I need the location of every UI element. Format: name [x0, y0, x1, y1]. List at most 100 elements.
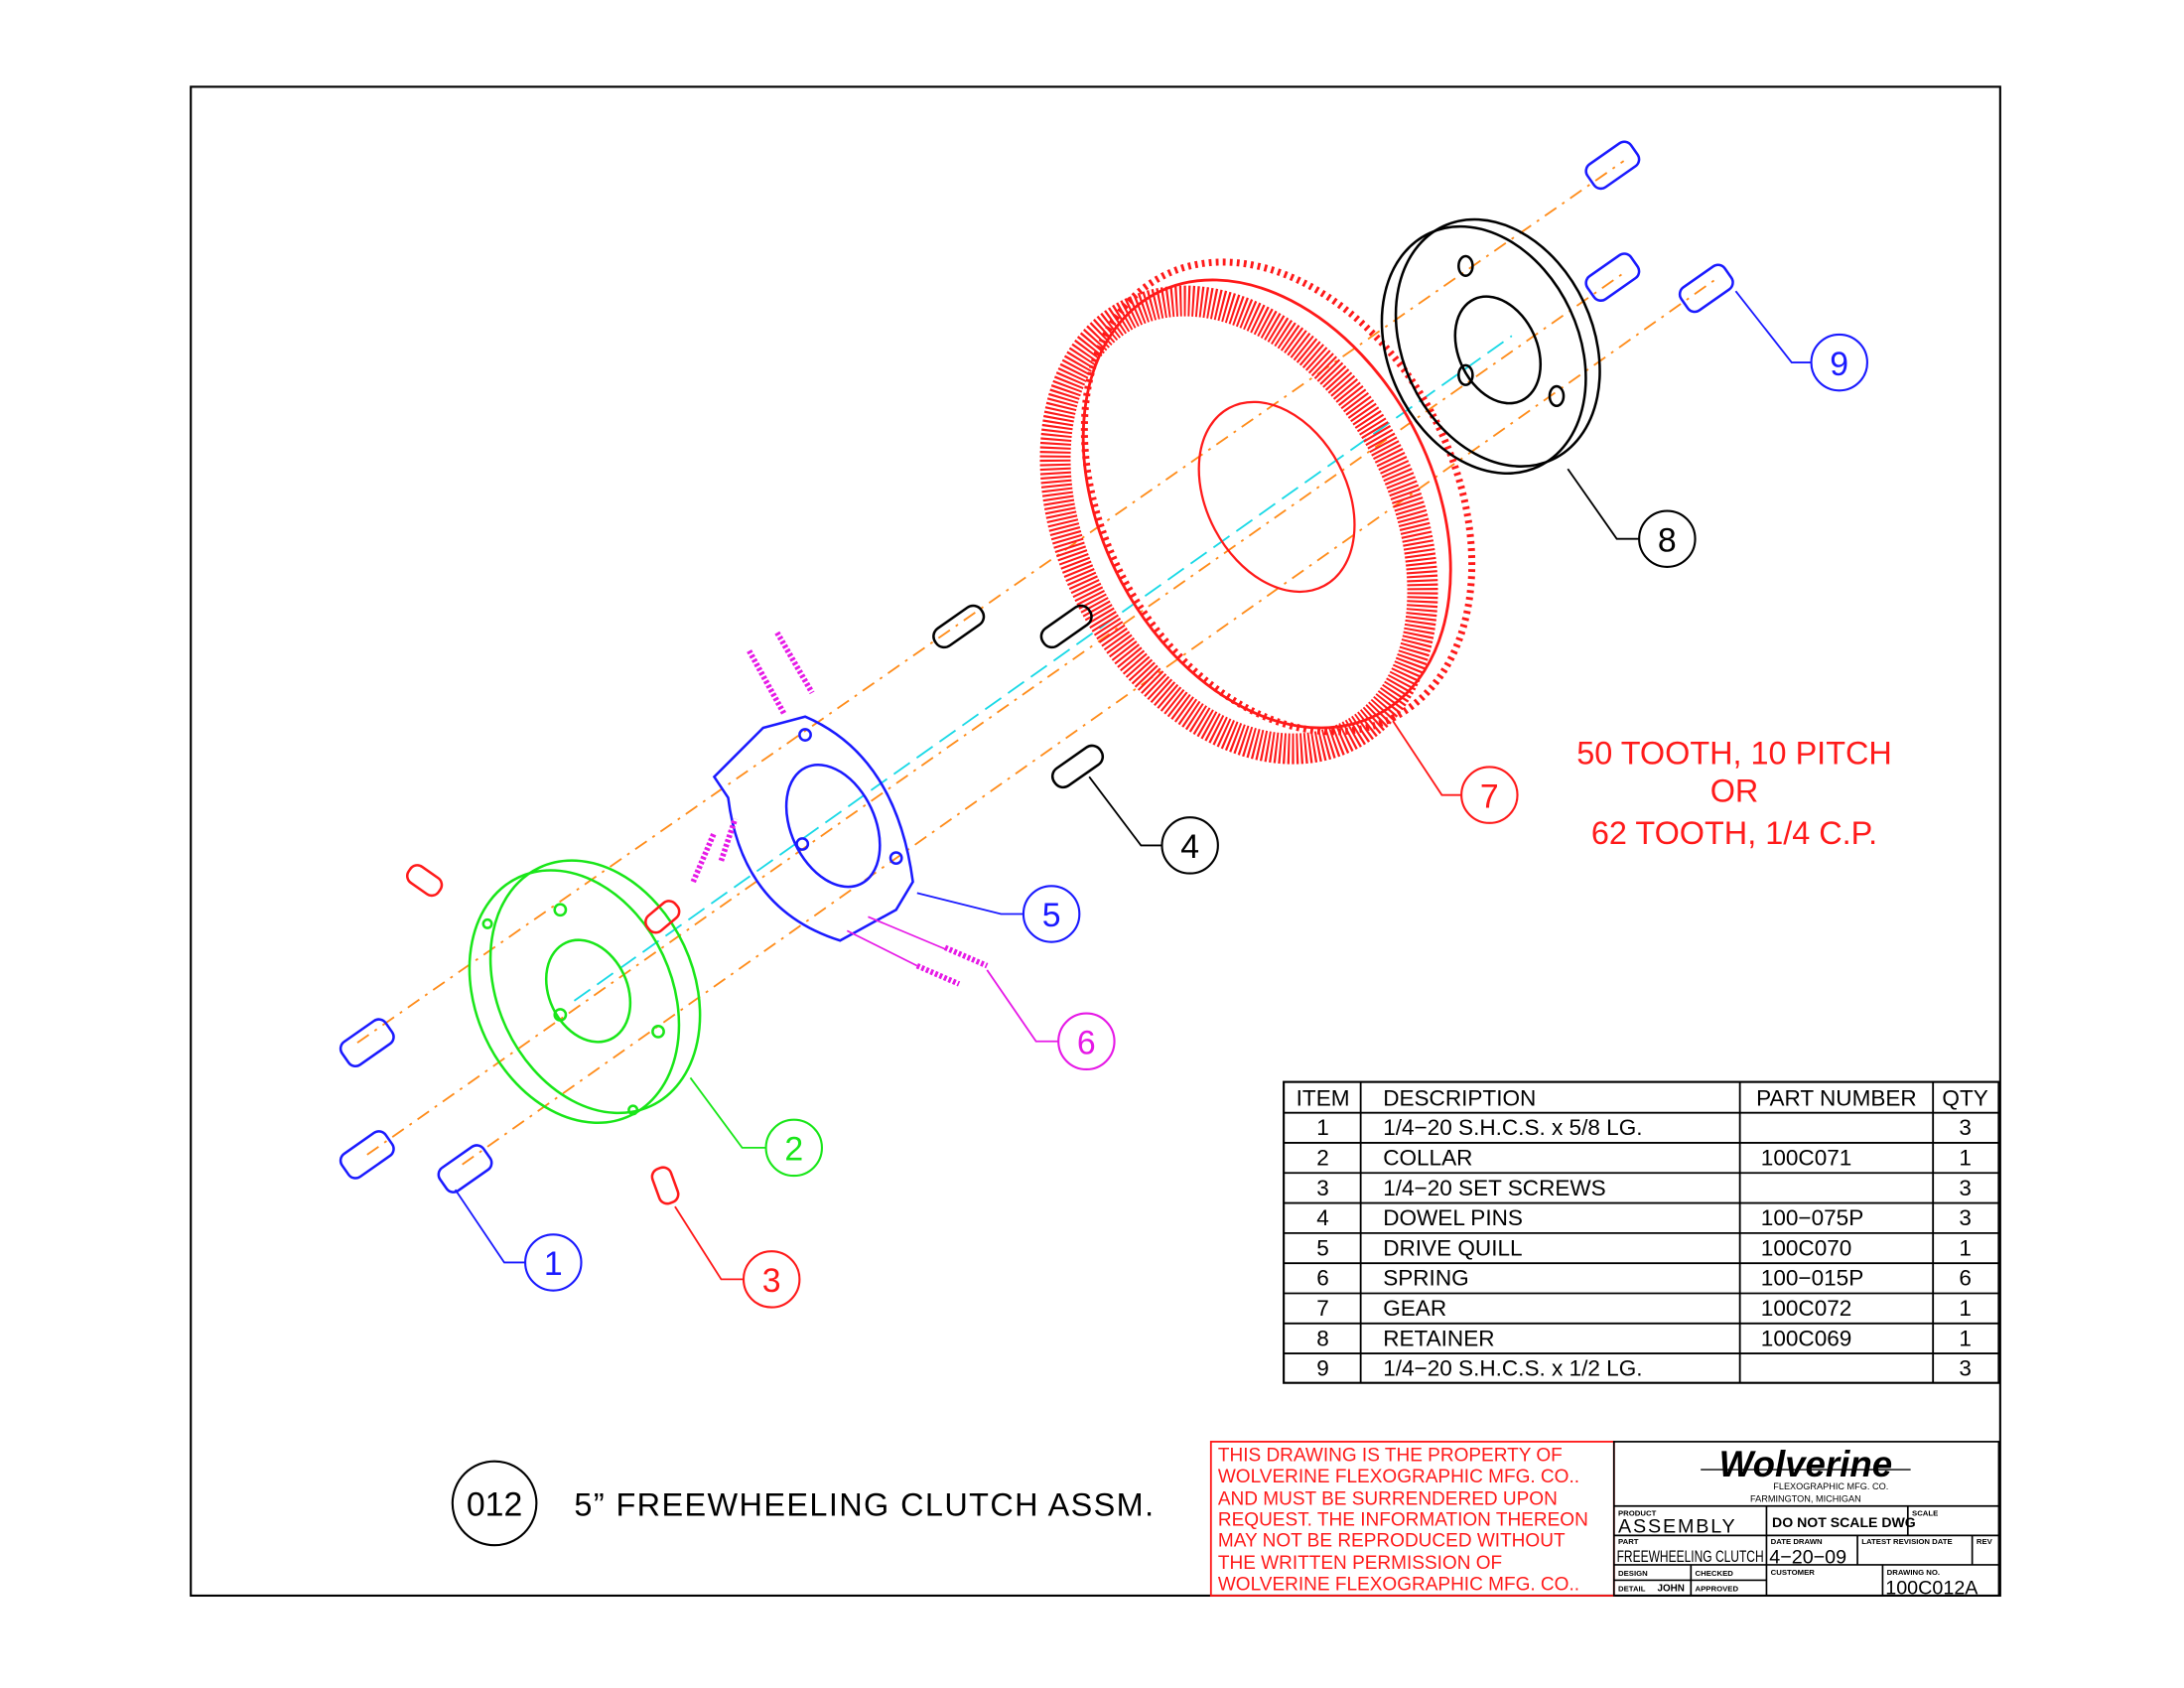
- svg-text:8: 8: [1658, 521, 1677, 559]
- dowel-pins-part: [932, 604, 1105, 789]
- property-notice: THIS DRAWING IS THE PROPERTY OF WOLVERIN…: [1209, 1440, 1615, 1597]
- svg-text:4: 4: [1180, 828, 1199, 866]
- svg-text:THIS DRAWING IS THE PROPER: THIS DRAWING IS THE PROPERTY OF: [1218, 1446, 1563, 1467]
- svg-text:MAY NOT BE REPRODUCED WITH: MAY NOT BE REPRODUCED WITHOUT: [1218, 1531, 1566, 1552]
- bom-cell-qty: 6: [1959, 1266, 1972, 1291]
- bom-cell-part: 100C070: [1761, 1235, 1852, 1260]
- svg-text:3: 3: [762, 1262, 781, 1300]
- svg-text:DRAWING NO.: DRAWING NO.: [1887, 1568, 1940, 1577]
- bom-cell-description: GEAR: [1383, 1296, 1446, 1321]
- bom-cell-item: 5: [1316, 1235, 1329, 1260]
- bom-cell-item: 3: [1316, 1176, 1329, 1200]
- drawing-title: 012 5” FREEWHEELING CLUTCH ASSM.: [451, 1460, 1155, 1547]
- bom-cell-qty: 1: [1959, 1296, 1972, 1321]
- bom-cell-qty: 3: [1959, 1176, 1972, 1200]
- svg-text:DATE DRAWN: DATE DRAWN: [1771, 1537, 1823, 1546]
- balloon-4: 4: [1088, 775, 1219, 875]
- svg-text:DO NOT SCALE DWG: DO NOT SCALE DWG: [1772, 1514, 1916, 1530]
- bom-cell-qty: 3: [1959, 1205, 1972, 1230]
- svg-text:1: 1: [544, 1245, 563, 1283]
- balloon-3: 3: [674, 1205, 801, 1309]
- svg-text:WOLVERINE FLEXOGRAPHIC MFG.: WOLVERINE FLEXOGRAPHIC MFG. CO..: [1218, 1574, 1579, 1595]
- balloon-9: 9: [1734, 290, 1868, 392]
- svg-text:FARMINGTON, MICHIGAN: FARMINGTON, MICHIGAN: [1750, 1494, 1861, 1504]
- retainer-part: [1380, 217, 1601, 475]
- bill-of-materials-table: ITEM DESCRIPTION PART NUMBER QTY 1 1/4−20…: [1283, 1080, 2000, 1384]
- bom-cell-item: 7: [1316, 1296, 1329, 1321]
- svg-text:FREEWHEELING CLUTCH: FREEWHEELING CLUTCH: [1617, 1548, 1764, 1566]
- bom-cell-description: SPRING: [1383, 1266, 1468, 1291]
- drive-quill-part: [712, 715, 914, 942]
- bom-cell-qty: 1: [1959, 1235, 1972, 1260]
- svg-text:PRODUCT: PRODUCT: [1618, 1509, 1657, 1518]
- gear-note: 50 TOOTH, 10 PITCH OR 62 TOOTH, 1/4 C.P.: [1576, 736, 1892, 851]
- balloon-6: 6: [986, 969, 1116, 1071]
- bom-cell-qty: 3: [1959, 1356, 1972, 1381]
- bom-cell-description: COLLAR: [1383, 1146, 1472, 1171]
- svg-text:DESCRIPTION: DESCRIPTION: [1383, 1086, 1536, 1111]
- svg-text:APPROVED: APPROVED: [1696, 1585, 1739, 1594]
- balloon-5: 5: [916, 885, 1081, 943]
- svg-text:7: 7: [1480, 777, 1499, 815]
- bom-row: 5 DRIVE QUILL 100C070 1: [1284, 1231, 1999, 1260]
- bom-row: 3 1/4−20 SET SCREWS 3: [1284, 1172, 1999, 1200]
- drawing-number: 012: [467, 1486, 522, 1524]
- bom-cell-description: 1/4−20 S.H.C.S. x 1/2 LG.: [1383, 1356, 1642, 1381]
- bom-cell-item: 2: [1316, 1146, 1329, 1171]
- svg-text:LATEST REVISION DATE: LATEST REVISION DATE: [1861, 1537, 1952, 1546]
- bom-cell-item: 4: [1316, 1205, 1329, 1230]
- collar-part: [468, 859, 702, 1125]
- bom-row: 2 COLLAR 100C071 1: [1284, 1142, 1999, 1171]
- svg-text:AND MUST BE SURRENDERED UP: AND MUST BE SURRENDERED UPON: [1218, 1488, 1558, 1509]
- svg-text:PART NUMBER: PART NUMBER: [1756, 1086, 1917, 1111]
- bom-cell-item: 1: [1316, 1115, 1329, 1140]
- svg-text:4−20−09: 4−20−09: [1769, 1547, 1846, 1569]
- svg-text:CHECKED: CHECKED: [1696, 1569, 1734, 1578]
- springs-part: [690, 631, 989, 987]
- bom-header-row: ITEM DESCRIPTION PART NUMBER QTY: [1297, 1086, 1988, 1111]
- bom-cell-item: 8: [1316, 1326, 1329, 1350]
- svg-text:WOLVERINE FLEXOGRAPHIC MFG.: WOLVERINE FLEXOGRAPHIC MFG. CO..: [1218, 1467, 1579, 1487]
- balloon-1: 1: [454, 1189, 583, 1292]
- svg-text:OR: OR: [1710, 774, 1759, 809]
- bolts-part: [339, 140, 1734, 1194]
- bom-cell-item: 6: [1316, 1266, 1329, 1291]
- drawing-title-text: 5” FREEWHEELING CLUTCH ASSM.: [574, 1487, 1155, 1523]
- bom-cell-part: 100−015P: [1761, 1266, 1863, 1291]
- svg-text:DETAIL: DETAIL: [1618, 1585, 1646, 1594]
- balloon-8: 8: [1567, 468, 1697, 568]
- svg-text:THE WRITTEN PERMISSION OF: THE WRITTEN PERMISSION OF: [1218, 1553, 1502, 1574]
- assembly-axes: [356, 160, 1715, 1166]
- bom-cell-part: 100C071: [1761, 1146, 1852, 1171]
- drawing-frame: [190, 85, 2001, 1598]
- svg-text:CUSTOMER: CUSTOMER: [1771, 1568, 1816, 1577]
- bom-row: 6 SPRING 100−015P 6: [1284, 1262, 1999, 1291]
- svg-text:2: 2: [784, 1131, 803, 1169]
- bom-cell-qty: 1: [1959, 1146, 1972, 1171]
- bom-cell-description: DRIVE QUILL: [1383, 1235, 1522, 1260]
- svg-text:ASSEMBLY: ASSEMBLY: [1618, 1516, 1737, 1538]
- svg-text:DESIGN: DESIGN: [1618, 1569, 1648, 1578]
- company-logo: Wolverine: [1719, 1444, 1892, 1484]
- svg-text:ITEM: ITEM: [1297, 1086, 1350, 1111]
- bom-cell-part: 100C069: [1761, 1326, 1852, 1350]
- bom-cell-part: 100C072: [1761, 1296, 1852, 1321]
- svg-text:6: 6: [1077, 1024, 1096, 1061]
- svg-text:50 TOOTH, 10 PITCH: 50 TOOTH, 10 PITCH: [1576, 736, 1892, 772]
- svg-text:REQUEST. THE INFORMATION TH: REQUEST. THE INFORMATION THEREON: [1218, 1509, 1588, 1530]
- svg-text:SCALE: SCALE: [1912, 1509, 1938, 1518]
- gear-part: [1039, 258, 1476, 765]
- svg-text:PART: PART: [1618, 1537, 1639, 1546]
- title-block: [1612, 1441, 2000, 1597]
- svg-text:REV: REV: [1977, 1537, 1993, 1546]
- balloon-2: 2: [689, 1076, 824, 1178]
- set-screws-part: [405, 864, 681, 1205]
- svg-text:QTY: QTY: [1942, 1086, 1987, 1111]
- bom-cell-description: 1/4−20 SET SCREWS: [1383, 1176, 1606, 1200]
- title-block-text: Wolverine FLEXOGRAPHIC MFG. CO. FARMINGT…: [1617, 1444, 1993, 1599]
- bom-cell-description: 1/4−20 S.H.C.S. x 5/8 LG.: [1383, 1115, 1642, 1140]
- drawing-number-balloon: [451, 1460, 538, 1547]
